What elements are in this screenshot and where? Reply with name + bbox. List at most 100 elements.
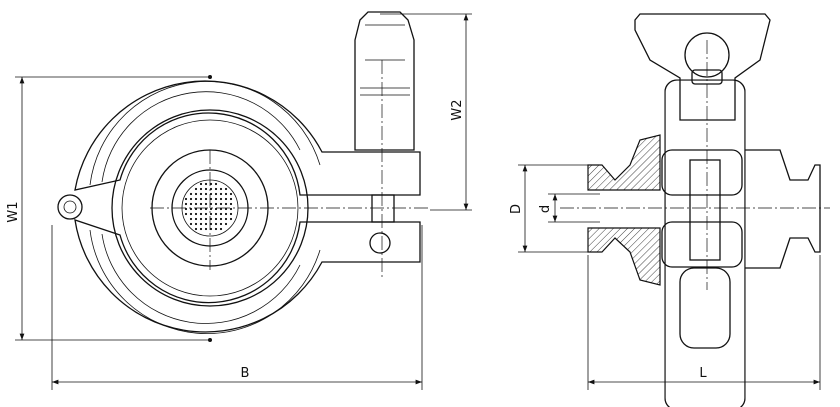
perforation-hole <box>209 212 213 216</box>
perforation-hole <box>184 212 188 216</box>
perforation-hole <box>194 222 198 226</box>
perforation-hole <box>189 197 193 201</box>
perforation-hole <box>219 227 223 231</box>
label-D: D <box>509 204 524 214</box>
perforation-hole <box>189 222 193 226</box>
perforation-hole <box>214 202 218 206</box>
perforation-hole <box>214 222 218 226</box>
perforation-hole <box>224 187 228 191</box>
perforation-hole <box>214 197 218 201</box>
perforation-hole <box>214 187 218 191</box>
perforation-hole <box>204 217 208 221</box>
perforation-hole <box>209 217 213 221</box>
perforation-hole <box>209 197 213 201</box>
section-ferrule-bottom <box>587 227 661 286</box>
side-view <box>560 13 830 407</box>
dimension-d-outer: D <box>509 164 600 253</box>
perforation-hole <box>199 212 203 216</box>
perforation-hole <box>189 192 193 196</box>
perforation-hole <box>189 217 193 221</box>
dimension-b: B <box>51 225 423 390</box>
perforation-hole <box>209 192 213 196</box>
perforation-hole <box>229 197 233 201</box>
perforation-hole <box>214 192 218 196</box>
perforation-hole <box>199 217 203 221</box>
perforation-hole <box>224 207 228 211</box>
perforation-hole <box>204 192 208 196</box>
perforation-hole <box>204 207 208 211</box>
perforation-hole <box>199 182 203 186</box>
perforation-hole <box>194 197 198 201</box>
perforation-hole <box>209 202 213 206</box>
bolt-head <box>369 232 391 254</box>
perforation-hole <box>209 207 213 211</box>
perforation-hole <box>214 207 218 211</box>
perforated-disc <box>184 182 233 231</box>
label-b: B <box>241 366 250 381</box>
dimension-w1: W1 <box>6 76 210 341</box>
perforation-hole <box>219 217 223 221</box>
front-view <box>57 11 430 342</box>
perforation-hole <box>194 192 198 196</box>
perforation-hole <box>194 217 198 221</box>
dimension-d-inner: d <box>538 193 600 223</box>
perforation-hole <box>204 227 208 231</box>
perforation-hole <box>224 192 228 196</box>
perforation-hole <box>229 212 233 216</box>
perforation-hole <box>219 202 223 206</box>
clamp-lower <box>74 219 421 333</box>
perforation-hole <box>199 227 203 231</box>
perforation-hole <box>219 192 223 196</box>
perforation-hole <box>219 187 223 191</box>
side-handle <box>634 13 771 121</box>
perforation-hole <box>194 212 198 216</box>
perforation-hole <box>204 212 208 216</box>
perforation-hole <box>184 197 188 201</box>
perforation-hole <box>199 207 203 211</box>
perforation-hole <box>189 207 193 211</box>
perforation-hole <box>199 197 203 201</box>
perforation-hole <box>224 202 228 206</box>
perforation-hole <box>184 202 188 206</box>
perforation-hole <box>209 187 213 191</box>
perforation-hole <box>189 212 193 216</box>
perforation-hole <box>204 222 208 226</box>
perforation-hole <box>224 197 228 201</box>
perforation-hole <box>199 222 203 226</box>
label-d: d <box>538 205 553 213</box>
perforation-hole <box>214 182 218 186</box>
clamp-outer <box>74 80 421 196</box>
perforation-hole <box>219 222 223 226</box>
label-w1: W1 <box>6 201 21 222</box>
perforation-hole <box>209 182 213 186</box>
perforation-hole <box>199 202 203 206</box>
perforation-hole <box>229 202 233 206</box>
perforation-hole <box>219 207 223 211</box>
hinge-pin <box>57 194 83 220</box>
perforation-hole <box>224 212 228 216</box>
dimension-l: L <box>587 255 821 390</box>
perforation-hole <box>194 187 198 191</box>
perforation-hole <box>214 227 218 231</box>
label-l: L <box>699 366 707 381</box>
perforation-hole <box>214 217 218 221</box>
perforation-hole <box>209 222 213 226</box>
perforation-hole <box>204 182 208 186</box>
section-ferrule-top <box>587 134 661 191</box>
perforation-hole <box>219 197 223 201</box>
perforation-hole <box>229 217 233 221</box>
perforation-hole <box>194 227 198 231</box>
perforation-hole <box>189 202 193 206</box>
perforation-hole <box>194 207 198 211</box>
perforation-hole <box>214 212 218 216</box>
label-w2: W2 <box>450 99 465 120</box>
perforation-hole <box>229 192 233 196</box>
perforation-hole <box>184 207 188 211</box>
perforation-hole <box>224 222 228 226</box>
perforation-hole <box>204 202 208 206</box>
perforation-hole <box>194 202 198 206</box>
dimension-w2: W2 <box>380 13 472 211</box>
perforation-hole <box>199 192 203 196</box>
